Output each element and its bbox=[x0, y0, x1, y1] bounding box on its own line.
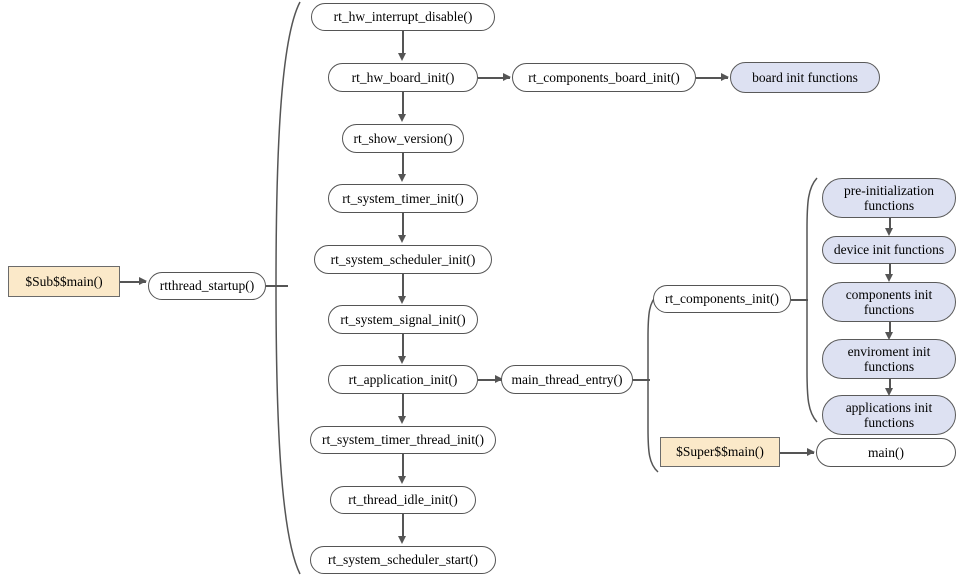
edge-init-0-1 bbox=[889, 218, 891, 231]
node-main-thread-entry[interactable]: main_thread_entry() bbox=[501, 365, 633, 394]
brace-main-thread-branch bbox=[647, 293, 659, 473]
node-main-thread-entry-label: main_thread_entry() bbox=[511, 371, 623, 387]
edge-submain-to-startup bbox=[120, 281, 146, 283]
node-sub-main[interactable]: $Sub$$main() bbox=[8, 266, 120, 297]
node-rt-show-version[interactable]: rt_show_version() bbox=[342, 124, 464, 153]
node-rtthread-startup[interactable]: rtthread_startup() bbox=[148, 272, 266, 300]
edge-appinit-to-mainthread bbox=[478, 379, 502, 381]
edge-init-1-2 bbox=[889, 264, 891, 277]
node-device-init-functions-label: device init functions bbox=[833, 242, 945, 258]
node-rt-thread-idle-init[interactable]: rt_thread_idle_init() bbox=[330, 486, 476, 514]
edge-seq-3-4 bbox=[402, 213, 404, 237]
edge-init-2-3 bbox=[889, 322, 891, 335]
edge-seq-0-1 bbox=[402, 31, 404, 55]
edge-startup-to-brace bbox=[266, 285, 288, 287]
node-rt-system-scheduler-init-label: rt_system_scheduler_init() bbox=[330, 251, 476, 267]
arrowhead-seq-5-6 bbox=[398, 356, 406, 364]
edge-seq-6-7 bbox=[402, 394, 404, 418]
node-rt-hw-interrupt-disable-label: rt_hw_interrupt_disable() bbox=[333, 9, 473, 25]
node-rt-hw-board-init-label: rt_hw_board_init() bbox=[351, 69, 455, 85]
edge-mainthread-to-brace bbox=[633, 379, 650, 381]
arrowhead-seq-7-8 bbox=[398, 476, 406, 484]
arrowhead-seq-6-7 bbox=[398, 416, 406, 424]
node-super-main-label: $Super$$main() bbox=[676, 444, 764, 460]
arrowhead-seq-0-1 bbox=[398, 53, 406, 61]
node-rt-components-init[interactable]: rt_components_init() bbox=[653, 285, 791, 313]
arrowhead-init-3-4 bbox=[885, 388, 893, 396]
node-rt-application-init-label: rt_application_init() bbox=[348, 371, 458, 387]
edge-components-to-boardfuncs bbox=[696, 77, 728, 79]
node-enviroment-init-functions[interactable]: enviroment init functions bbox=[822, 339, 956, 379]
node-pre-initialization-functions-label: pre-initialization functions bbox=[844, 182, 934, 213]
node-board-init-functions[interactable]: board init functions bbox=[730, 62, 880, 93]
arrowhead-seq-1-2 bbox=[398, 114, 406, 122]
edge-seq-5-6 bbox=[402, 334, 404, 358]
node-main-label: main() bbox=[868, 444, 904, 460]
arrowhead-submain-to-startup bbox=[139, 277, 147, 285]
node-super-main[interactable]: $Super$$main() bbox=[660, 437, 780, 467]
arrowhead-appinit-to-mainthread bbox=[495, 375, 503, 383]
node-rt-application-init[interactable]: rt_application_init() bbox=[328, 365, 478, 394]
node-rt-components-board-init-label: rt_components_board_init() bbox=[528, 69, 680, 85]
arrowhead-components-to-boardfuncs bbox=[721, 73, 729, 81]
node-sub-main-label: $Sub$$main() bbox=[25, 273, 103, 289]
node-enviroment-init-functions-label: enviroment init functions bbox=[847, 343, 931, 374]
arrowhead-seq-3-4 bbox=[398, 235, 406, 243]
node-rt-thread-idle-init-label: rt_thread_idle_init() bbox=[348, 492, 458, 508]
node-rt-hw-interrupt-disable[interactable]: rt_hw_interrupt_disable() bbox=[311, 3, 495, 31]
node-device-init-functions[interactable]: device init functions bbox=[822, 236, 956, 264]
arrowhead-init-1-2 bbox=[885, 274, 893, 282]
node-rt-components-board-init[interactable]: rt_components_board_init() bbox=[512, 63, 696, 92]
node-rtthread-startup-label: rtthread_startup() bbox=[159, 278, 255, 294]
node-main[interactable]: main() bbox=[816, 438, 956, 467]
node-rt-system-signal-init-label: rt_system_signal_init() bbox=[340, 311, 466, 327]
arrowhead-seq-4-5 bbox=[398, 296, 406, 304]
node-rt-hw-board-init[interactable]: rt_hw_board_init() bbox=[328, 63, 478, 92]
edge-seq-8-9 bbox=[402, 514, 404, 538]
edge-seq-4-5 bbox=[402, 274, 404, 298]
brace-startup-sequence bbox=[275, 1, 301, 575]
node-pre-initialization-functions[interactable]: pre-initialization functions bbox=[822, 178, 956, 218]
edge-init-3-4 bbox=[889, 379, 891, 391]
node-rt-system-signal-init[interactable]: rt_system_signal_init() bbox=[328, 305, 478, 334]
arrowhead-seq-8-9 bbox=[398, 536, 406, 544]
arrowhead-seq-2-3 bbox=[398, 174, 406, 182]
node-applications-init-functions-label: applications init functions bbox=[845, 399, 933, 430]
node-rt-system-timer-thread-init-label: rt_system_timer_thread_init() bbox=[322, 432, 484, 448]
edge-componentsinit-to-brace bbox=[791, 299, 808, 301]
node-rt-system-scheduler-init[interactable]: rt_system_scheduler_init() bbox=[314, 245, 492, 274]
node-rt-system-scheduler-start-label: rt_system_scheduler_start() bbox=[328, 552, 478, 568]
node-rt-system-timer-thread-init[interactable]: rt_system_timer_thread_init() bbox=[310, 426, 496, 454]
node-rt-components-init-label: rt_components_init() bbox=[665, 291, 779, 307]
node-rt-show-version-label: rt_show_version() bbox=[353, 130, 453, 146]
node-board-init-functions-label: board init functions bbox=[752, 69, 858, 85]
node-applications-init-functions[interactable]: applications init functions bbox=[822, 395, 956, 435]
edge-supermain-to-main bbox=[780, 452, 814, 454]
edge-seq-7-8 bbox=[402, 454, 404, 478]
arrowhead-boardinit-to-components bbox=[503, 73, 511, 81]
brace-init-functions bbox=[806, 177, 818, 423]
node-rt-system-timer-init-label: rt_system_timer_init() bbox=[342, 190, 464, 206]
node-rt-system-scheduler-start[interactable]: rt_system_scheduler_start() bbox=[310, 546, 496, 574]
edge-seq-1-2 bbox=[402, 92, 404, 116]
edge-seq-2-3 bbox=[402, 153, 404, 176]
arrowhead-init-0-1 bbox=[885, 228, 893, 236]
edge-boardinit-to-components bbox=[478, 77, 510, 79]
node-components-init-functions-label: components init functions bbox=[845, 286, 933, 317]
arrowhead-supermain-to-main bbox=[807, 448, 815, 456]
node-components-init-functions[interactable]: components init functions bbox=[822, 282, 956, 322]
node-rt-system-timer-init[interactable]: rt_system_timer_init() bbox=[328, 184, 478, 213]
arrowhead-init-2-3 bbox=[885, 332, 893, 340]
